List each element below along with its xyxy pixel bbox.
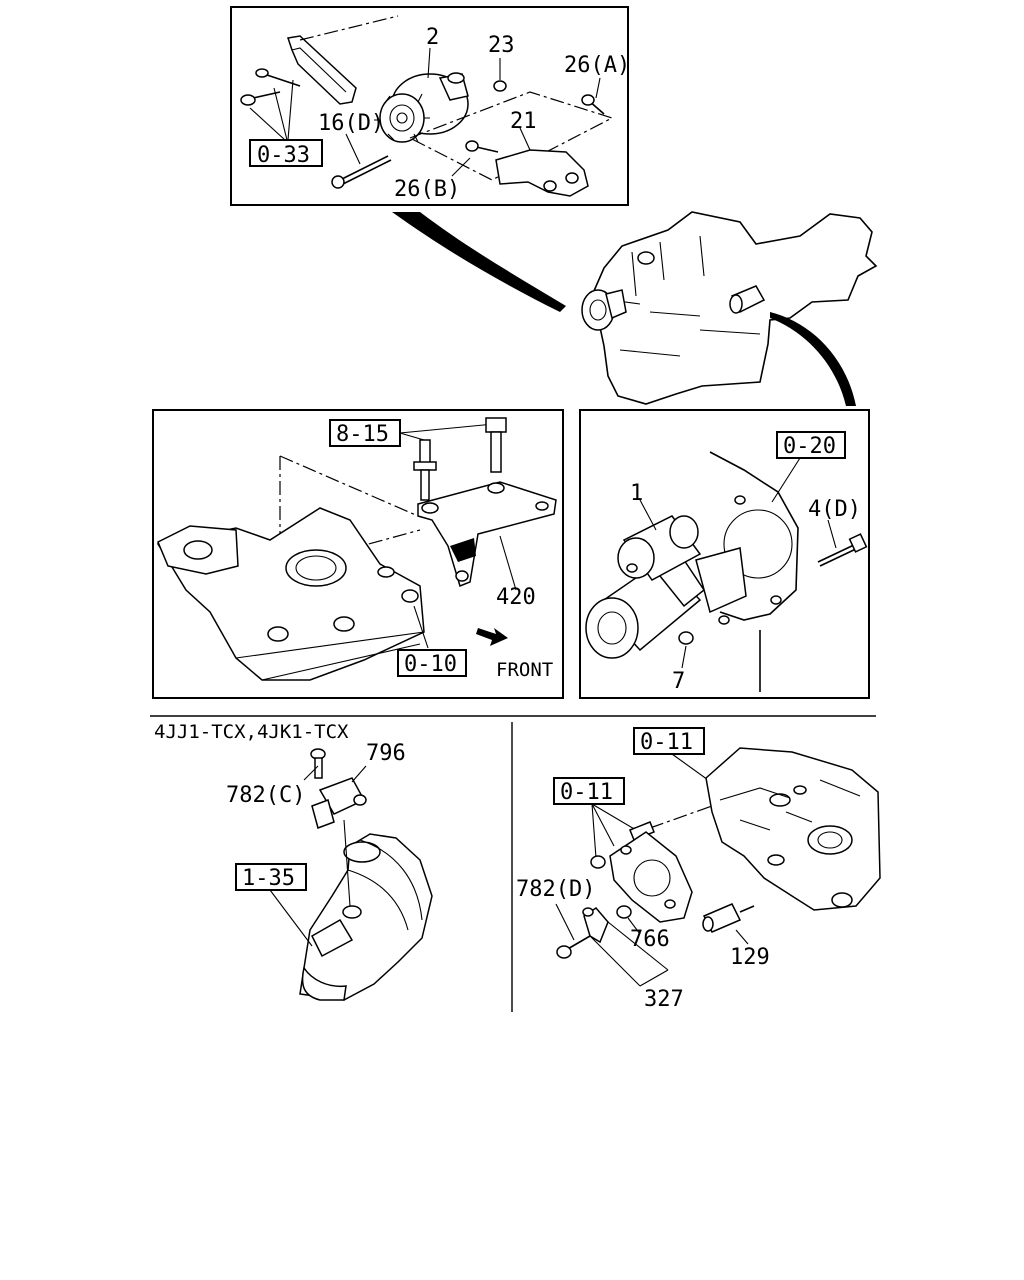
sensor-327 [582, 907, 669, 987]
mounting-bolt [629, 805, 713, 841]
label-part-796: 796 [366, 741, 406, 766]
middle-right-frame [579, 409, 870, 699]
label-part-7: 7 [672, 669, 685, 694]
cylinder-head [705, 747, 881, 911]
hex-bolt [485, 417, 507, 473]
label-part-129: 129 [730, 945, 770, 970]
label-part-26a: 26(A) [564, 53, 630, 78]
bolt-26a [581, 77, 605, 115]
middle-right-panel: 0-20 [579, 409, 870, 699]
bolt-782c [303, 748, 326, 781]
engine-caption: 4JJ1-TCX,4JK1-TCX [154, 721, 349, 743]
label-part-16d: 16(D) [318, 111, 384, 136]
cover-plate [590, 831, 693, 923]
ref-label-1-35: 1-35 [242, 866, 295, 891]
bracket-21 [495, 127, 589, 197]
pointer-arrow-starter [770, 312, 856, 406]
alternator-bracket [287, 15, 399, 105]
bolt-16d [331, 133, 392, 189]
bracket-420 [417, 481, 557, 591]
label-part-782d: 782(D) [516, 877, 595, 902]
bottom-right-section: 0-11 0-11 [516, 727, 881, 1012]
ref-label-0-10: 0-10 [404, 652, 457, 677]
front-arrow-icon [476, 628, 508, 646]
ref-box-0-33 [249, 139, 323, 167]
label-part-327: 327 [644, 987, 684, 1012]
ref-label-0-33: 0-33 [257, 143, 310, 168]
ref-box-0-11-mid [553, 777, 625, 805]
air-duct-hose [299, 819, 433, 1001]
nut-23 [493, 58, 507, 92]
engine-block-outline [589, 211, 878, 405]
alternator [374, 47, 469, 143]
ref-box-0-11-top [633, 727, 705, 755]
ref-label-0-11-mid: 0-11 [560, 780, 613, 805]
engine-starter-mini [729, 285, 766, 314]
engine-alternator-mini [581, 289, 627, 331]
stud-bolt [413, 439, 437, 501]
exhaust-manifold [156, 507, 429, 681]
starter-motor [585, 499, 747, 659]
label-part-23: 23 [488, 33, 515, 58]
bolt-4d [817, 519, 868, 567]
flywheel-housing [709, 451, 799, 692]
label-part-420: 420 [496, 585, 536, 610]
label-part-21: 21 [510, 109, 537, 134]
ref-box-0-10 [397, 649, 467, 677]
label-part-2: 2 [426, 25, 439, 50]
o-ring-766 [616, 905, 641, 935]
top-panel-frame [230, 6, 629, 206]
bolt-26b [451, 140, 499, 177]
bracket-bolts [240, 68, 301, 141]
bottom-left-section: 4JJ1-TCX,4JK1-TCX 796 782(C) [154, 721, 433, 1001]
ref-label-0-20: 0-20 [783, 434, 836, 459]
sensor-129 [702, 903, 755, 945]
label-part-26b: 26(B) [394, 177, 460, 202]
label-part-766: 766 [630, 927, 670, 952]
label-part-4d: 4(D) [808, 497, 861, 522]
top-panel: 2 23 26(A) 16(D) 21 26(B) 0-33 [230, 6, 630, 206]
ref-label-8-15: 8-15 [336, 422, 389, 447]
sensor-796 [311, 765, 367, 829]
front-label: FRONT [496, 659, 553, 681]
nut-7 [678, 631, 694, 669]
label-part-1: 1 [630, 481, 643, 506]
middle-left-frame [152, 409, 564, 699]
label-part-782c: 782(C) [226, 783, 305, 808]
ref-box-1-35 [235, 863, 307, 891]
ref-label-0-11-top: 0-11 [640, 730, 693, 755]
ref-box-0-20 [776, 431, 846, 459]
engine-overview [392, 211, 878, 406]
pointer-arrow-alternator [392, 212, 566, 312]
middle-left-panel: 8-15 [152, 409, 564, 699]
bolt-782d [555, 903, 591, 959]
